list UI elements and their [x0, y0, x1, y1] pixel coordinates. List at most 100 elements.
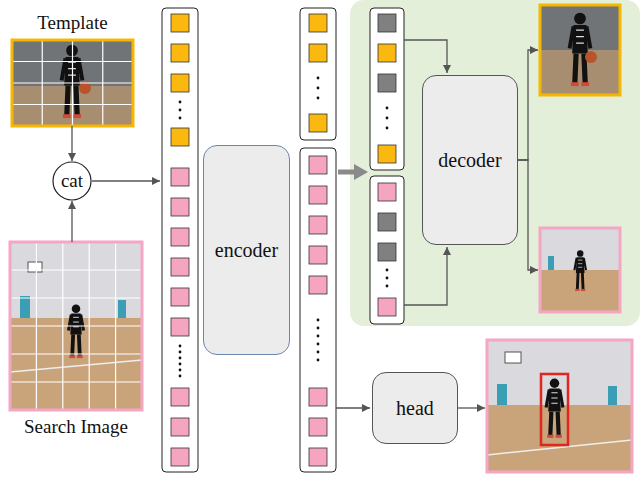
token-column: [162, 8, 198, 472]
ellipsis-dot: [386, 127, 389, 130]
s-token: [171, 228, 189, 246]
person-figure: [574, 250, 586, 291]
s-token: [171, 388, 189, 406]
s-token: [309, 156, 327, 174]
s-token: [171, 318, 189, 336]
image-frame: Template: [12, 12, 133, 126]
column-frame: [300, 148, 336, 472]
s-token: [309, 186, 327, 204]
ellipsis-dot: [386, 269, 389, 272]
gym-pad: [20, 296, 30, 318]
z-token: [309, 44, 327, 62]
mask-token: [378, 243, 396, 261]
photo-floor: [540, 50, 620, 95]
s-token: [309, 418, 327, 436]
s-token: [171, 198, 189, 216]
flow-arrow: [518, 50, 538, 160]
s-token: [309, 276, 327, 294]
flow-arrow: [71, 126, 72, 161]
ellipsis-dot: [317, 87, 320, 90]
ellipsis-dot: [179, 363, 182, 366]
ball: [585, 51, 597, 63]
s-token: [378, 183, 396, 201]
module-box: encoder: [203, 145, 290, 355]
ellipsis-dot: [386, 107, 389, 110]
flow-arrow: [518, 160, 538, 270]
gym-pad: [118, 300, 126, 318]
z-token: [309, 14, 327, 32]
mask-token: [378, 74, 396, 92]
court-line: [10, 360, 142, 372]
gym-pad: [497, 384, 507, 405]
s-token: [171, 448, 189, 466]
flow-arrow: [404, 40, 447, 73]
node-label: Search Image: [24, 416, 128, 438]
flow-arrow: [404, 247, 447, 305]
s-token: [171, 168, 189, 186]
z-token: [171, 14, 189, 32]
s-token: [171, 418, 189, 436]
column-frame: [162, 8, 198, 472]
ellipsis-dot: [179, 345, 182, 348]
join-circle: cat: [52, 161, 92, 201]
s-token: [309, 246, 327, 264]
fat-arrow: [354, 164, 368, 180]
column-frame: [370, 176, 404, 324]
ellipsis-dot: [317, 351, 320, 354]
result-photo: [487, 340, 632, 472]
z-token: [171, 44, 189, 62]
output-photo: [540, 228, 620, 312]
flow-arrow: [458, 407, 485, 408]
z-token: [171, 74, 189, 92]
person-figure: [570, 13, 591, 86]
ellipsis-dot: [317, 77, 320, 80]
mask-token: [378, 14, 396, 32]
ellipsis-dot: [179, 369, 182, 372]
flow-arrow: [92, 180, 160, 181]
z-token: [378, 44, 396, 62]
gym-pad: [548, 256, 554, 270]
s-token: [309, 216, 327, 234]
ellipsis-dot: [179, 117, 182, 120]
photo-border: [487, 340, 632, 472]
z-token: [309, 114, 327, 132]
flow-arrow: [71, 201, 72, 242]
input-photo: [10, 242, 142, 410]
ellipsis-dot: [317, 343, 320, 346]
person-figure: [68, 304, 83, 358]
token-column: [300, 8, 336, 472]
fat-arrow: [338, 170, 356, 175]
ellipsis-dot: [179, 109, 182, 112]
column-frame: [300, 8, 336, 140]
column-frame: [370, 8, 404, 170]
ellipsis-dot: [317, 335, 320, 338]
ellipsis-dot: [317, 97, 320, 100]
photo-border: [540, 5, 620, 95]
node-label: head: [396, 397, 434, 420]
person-figure: [546, 379, 563, 438]
node-label: Template: [37, 12, 107, 34]
s-token: [171, 288, 189, 306]
circle-outline: [53, 162, 91, 200]
ellipsis-dot: [179, 351, 182, 354]
z-token: [171, 128, 189, 146]
mask-token: [378, 213, 396, 231]
ellipsis-dot: [179, 101, 182, 104]
node-label: decoder: [438, 149, 501, 172]
ellipsis-dot: [386, 285, 389, 288]
masked-column: [370, 8, 404, 324]
input-photo: [12, 40, 133, 126]
s-token: [309, 388, 327, 406]
photo-border: [540, 228, 620, 312]
backboard: [505, 352, 521, 363]
s-token: [378, 298, 396, 316]
patch-grid: [10, 242, 142, 410]
bounding-box: [541, 374, 568, 445]
ellipsis-dot: [317, 319, 320, 322]
ellipsis-dot: [386, 277, 389, 280]
region-panel: [350, 0, 640, 326]
photo-floor: [540, 270, 620, 312]
court-line: [487, 440, 632, 455]
